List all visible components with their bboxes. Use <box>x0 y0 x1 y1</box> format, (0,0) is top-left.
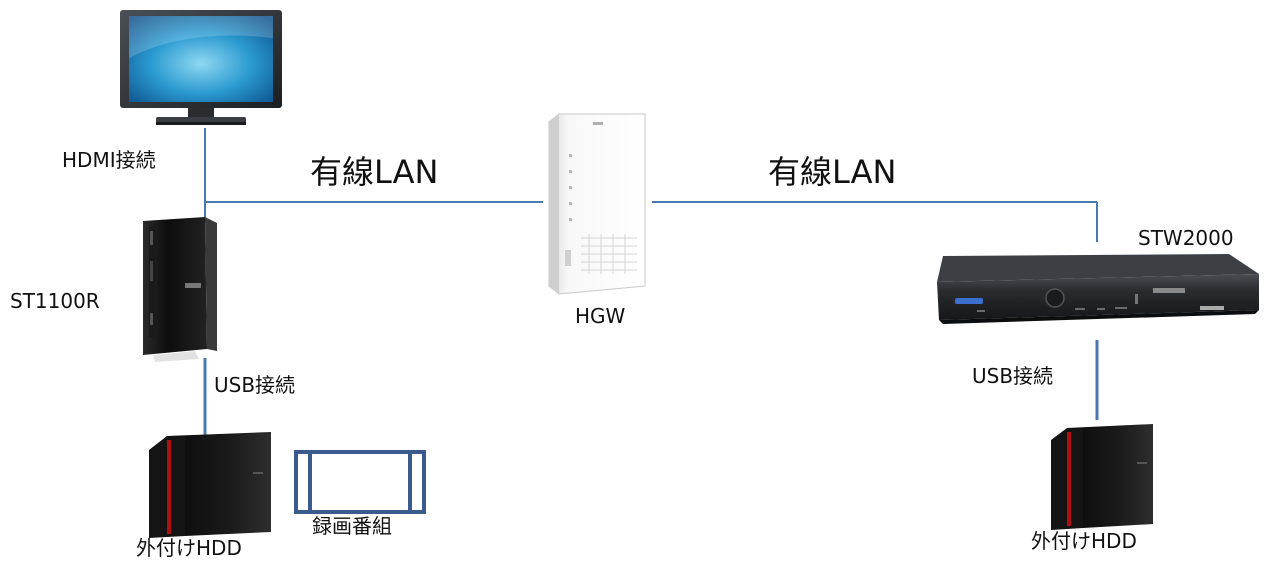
st1100r-device-icon <box>143 217 217 362</box>
hgw-label: HGW <box>575 304 626 328</box>
recording-box-icon <box>294 450 426 514</box>
wired-lan-label-right: 有線LAN <box>768 153 897 191</box>
st1100r-label: ST1100R <box>10 289 100 313</box>
external-hdd-icon-right <box>1051 424 1153 530</box>
usb-connection-label-left: USB接続 <box>214 373 296 397</box>
wired-lan-label-left: 有線LAN <box>310 153 439 191</box>
external-hdd-label-right: 外付けHDD <box>1031 529 1137 553</box>
tv-monitor-icon <box>120 10 282 125</box>
hgw-router-icon <box>548 113 646 295</box>
stw2000-device-icon <box>937 254 1259 324</box>
recorded-programs-label: 録画番組 <box>312 514 392 538</box>
external-hdd-label-left: 外付けHDD <box>136 536 242 560</box>
usb-connection-label-right: USB接続 <box>972 364 1054 388</box>
hdmi-connection-label: HDMI接続 <box>62 148 156 172</box>
stw2000-label: STW2000 <box>1138 226 1234 250</box>
external-hdd-icon-left <box>149 432 271 538</box>
